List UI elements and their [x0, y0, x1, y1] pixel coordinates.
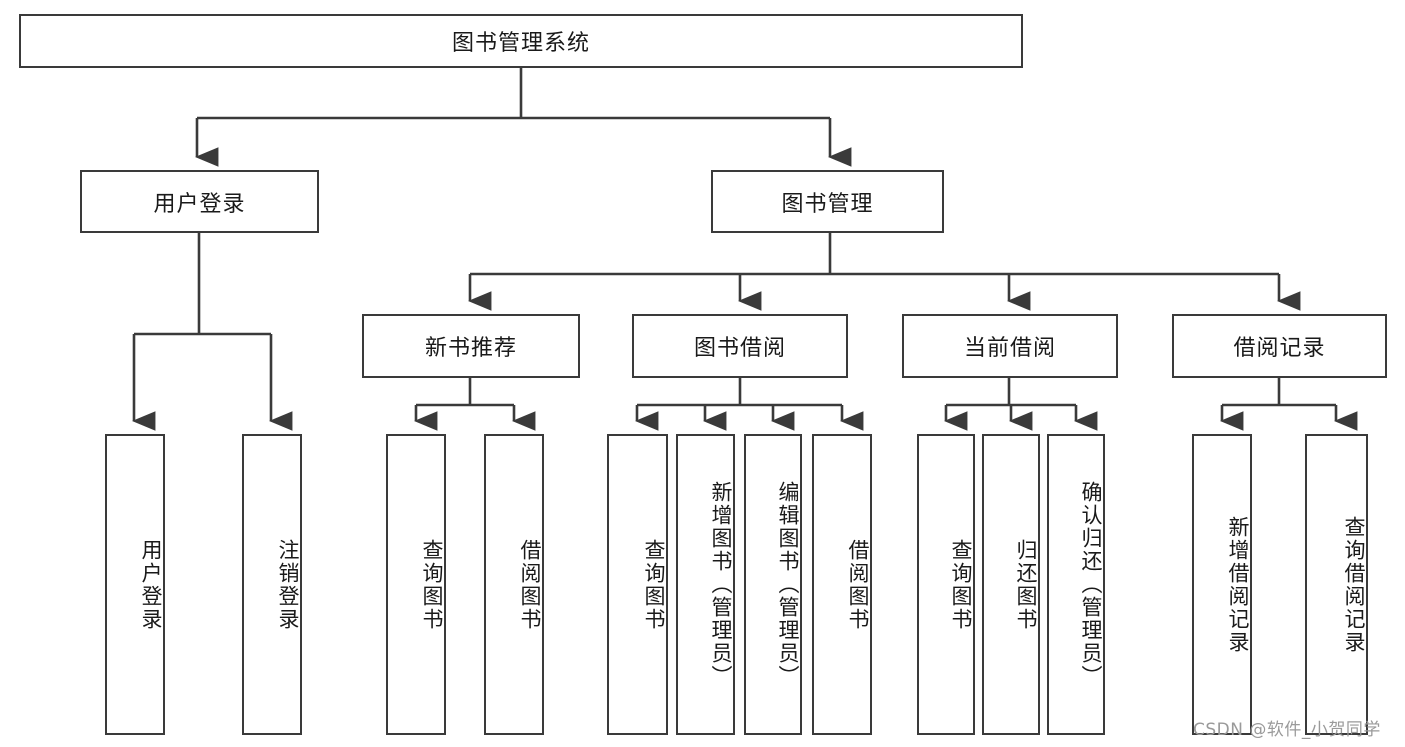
leaf-logout-login[interactable]: 注销登录 — [242, 434, 302, 735]
leaf-return-book[interactable]: 归还图书 — [982, 434, 1040, 735]
leaf-add-borrow-record[interactable]: 新增借阅记录 — [1192, 434, 1252, 735]
leaf-query-book-current[interactable]: 查询图书 — [917, 434, 975, 735]
node-new-book-recommend-label: 新书推荐 — [424, 336, 517, 361]
leaf-borrow-book-label: 借阅图书 — [846, 538, 870, 631]
node-book-borrow[interactable]: 图书借阅 — [632, 314, 848, 378]
leaf-return-book-label: 归还图书 — [1014, 538, 1038, 631]
leaf-add-book-admin-label: 新增图书（管理员） — [709, 481, 733, 688]
node-book-management[interactable]: 图书管理 — [711, 170, 944, 233]
leaf-borrow-book-recommend-label: 借阅图书 — [518, 538, 542, 631]
leaf-user-login[interactable]: 用户登录 — [105, 434, 165, 735]
leaf-add-book-admin[interactable]: 新增图书（管理员） — [676, 434, 735, 735]
leaf-query-book-recommend[interactable]: 查询图书 — [386, 434, 446, 735]
node-root-label: 图书管理系统 — [451, 31, 590, 56]
node-book-management-label: 图书管理 — [781, 191, 874, 217]
leaf-logout-login-label: 注销登录 — [276, 538, 300, 631]
leaf-user-login-label: 用户登录 — [139, 538, 163, 631]
leaf-query-book-borrow-label: 查询图书 — [642, 538, 666, 631]
leaf-query-book-recommend-label: 查询图书 — [420, 538, 444, 631]
node-user-login[interactable]: 用户登录 — [80, 170, 319, 233]
leaf-edit-book-admin[interactable]: 编辑图书（管理员） — [744, 434, 802, 735]
leaf-edit-book-admin-label: 编辑图书（管理员） — [776, 481, 800, 688]
node-user-login-label: 用户登录 — [153, 191, 246, 217]
leaf-borrow-book[interactable]: 借阅图书 — [812, 434, 872, 735]
node-borrow-record[interactable]: 借阅记录 — [1172, 314, 1387, 378]
leaf-query-book-borrow[interactable]: 查询图书 — [607, 434, 668, 735]
leaf-query-book-current-label: 查询图书 — [949, 538, 973, 631]
leaf-confirm-return-admin[interactable]: 确认归还（管理员） — [1047, 434, 1105, 735]
node-borrow-record-label: 借阅记录 — [1233, 336, 1326, 361]
node-current-borrow[interactable]: 当前借阅 — [902, 314, 1118, 378]
leaf-borrow-book-recommend[interactable]: 借阅图书 — [484, 434, 544, 735]
node-root[interactable]: 图书管理系统 — [19, 14, 1023, 68]
node-new-book-recommend[interactable]: 新书推荐 — [362, 314, 580, 378]
leaf-query-borrow-record-label: 查询借阅记录 — [1342, 515, 1366, 654]
watermark: CSDN @软件_小贺同学 — [1193, 720, 1381, 740]
leaf-add-borrow-record-label: 新增借阅记录 — [1226, 515, 1250, 654]
node-book-borrow-label: 图书借阅 — [693, 336, 786, 361]
node-current-borrow-label: 当前借阅 — [963, 336, 1056, 361]
leaf-query-borrow-record[interactable]: 查询借阅记录 — [1305, 434, 1368, 735]
leaf-confirm-return-admin-label: 确认归还（管理员） — [1079, 481, 1103, 688]
